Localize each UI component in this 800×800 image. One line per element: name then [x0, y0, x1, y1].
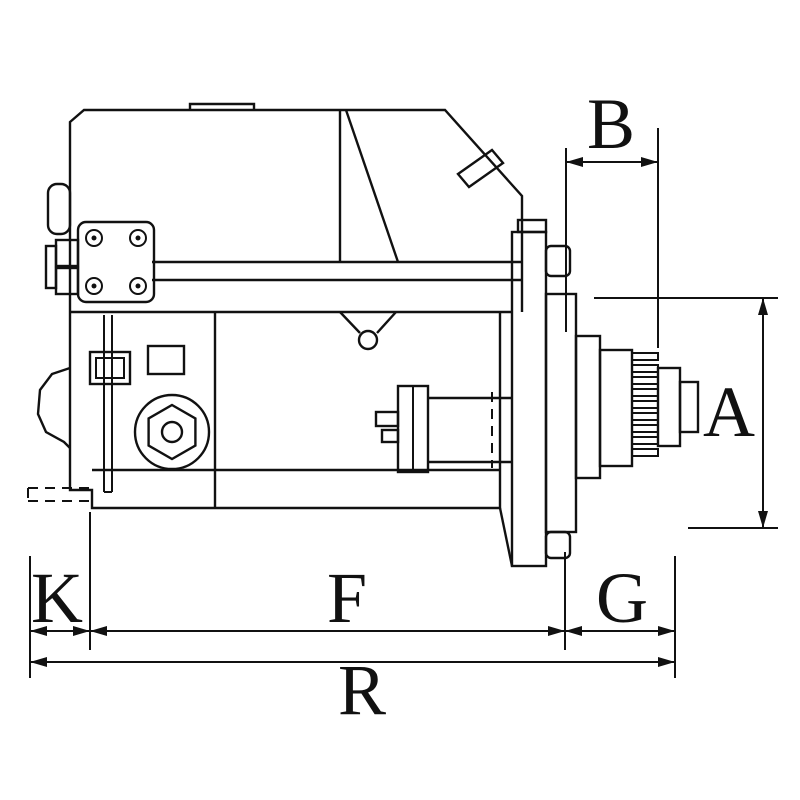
pinion-body: [598, 348, 634, 468]
arrowhead-bottom: [758, 511, 768, 528]
bolt-hole-center: [91, 235, 97, 241]
flange-rib: [544, 292, 578, 534]
bolt-hole: [85, 277, 103, 295]
bracket-edge-left: [339, 311, 361, 334]
flange-ear-top: [544, 244, 572, 278]
through-bolt-nut: [88, 350, 132, 386]
pivot-bolt: [357, 329, 379, 351]
dimension-label-k: K: [31, 558, 83, 638]
bolt-hole: [129, 229, 147, 247]
arrowhead-left: [566, 157, 583, 167]
hidden-edge-dashed: [27, 487, 90, 502]
dimension-R: R: [30, 650, 675, 730]
housing-slope-tab: [456, 148, 505, 189]
bracket-side-block-top: [54, 238, 80, 268]
pinion-gear-teeth: [631, 352, 659, 457]
arrowhead: [658, 626, 675, 636]
arrowhead-top: [758, 298, 768, 315]
hex-bolt-center: [160, 420, 184, 444]
hex-bolt-nut: [147, 403, 197, 461]
flange-ear-bottom: [544, 530, 572, 560]
left-boss: [46, 182, 72, 236]
starter-motor-side-view: [27, 102, 700, 568]
dimension-label-b: B: [587, 84, 635, 164]
dimension-A: A: [594, 297, 778, 529]
lower-housing-outline: [68, 312, 502, 510]
arrowhead-right: [641, 157, 658, 167]
bolt-hole: [129, 277, 147, 295]
bolt-hole-center: [135, 235, 141, 241]
flange-top-tab: [516, 218, 548, 234]
dimension-KFG: K F G: [29, 512, 676, 678]
housing-outline: [68, 108, 524, 312]
bracket-side-block-bottom: [54, 266, 80, 296]
dimension-label-a: A: [703, 372, 755, 452]
bracket-side-plate: [44, 244, 58, 290]
through-bolt: [103, 315, 113, 493]
arrowhead: [30, 626, 47, 636]
dimension-label-r: R: [338, 650, 386, 730]
arrowhead: [565, 626, 582, 636]
through-bolt-nut-inner: [95, 357, 125, 379]
side-block: [146, 344, 186, 376]
section-diagonal: [344, 109, 400, 263]
shaft-step: [574, 334, 602, 480]
dimension-label-g: G: [596, 558, 648, 638]
dimension-annotations: B A: [29, 84, 778, 730]
shaft-end-cap: [678, 380, 700, 434]
arrowhead: [548, 626, 565, 636]
hex-bolt-outer: [133, 393, 211, 471]
arrowhead-left: [30, 657, 47, 667]
bolt-hole-center: [91, 283, 97, 289]
shaft-bolt: [374, 410, 400, 428]
bracket-edge-right: [376, 311, 397, 334]
bolt-hole-center: [135, 283, 141, 289]
terminal-bracket: [76, 220, 156, 304]
shaft-step-2: [656, 366, 682, 448]
flange-foot-edge: [498, 507, 514, 567]
dimension-B: B: [565, 84, 659, 348]
arrowhead-right: [658, 657, 675, 667]
left-lug: [36, 366, 71, 449]
arrowhead: [90, 626, 107, 636]
housing-top-step: [188, 102, 256, 110]
bracket-bolt-holes: [85, 229, 147, 295]
mounting-flange-plate: [510, 230, 548, 568]
bolt-hole: [85, 229, 103, 247]
arrowhead: [73, 626, 90, 636]
dimension-label-f: F: [327, 558, 367, 638]
shaft-bolt-tip: [380, 428, 400, 444]
